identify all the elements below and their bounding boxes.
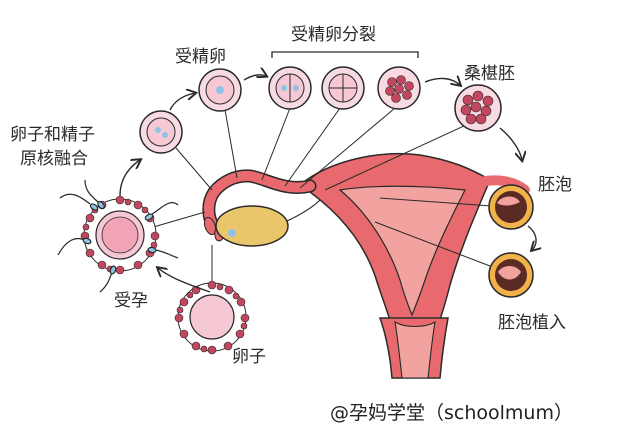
label-fusion-line1: 卵子和精子	[10, 125, 95, 145]
credit-watermark: @孕妈学堂（schoolmum）	[330, 402, 573, 424]
label-fertilization: 受孕	[114, 291, 148, 311]
morula-cell	[454, 84, 502, 132]
label-egg: 卵子	[232, 347, 266, 367]
egg-cell	[174, 280, 250, 355]
label-implantation: 胚泡植入	[498, 313, 566, 333]
label-fertilized-egg: 受精卵	[175, 47, 226, 67]
implanted-blastocyst-cell	[488, 252, 534, 298]
fertilized-egg-cell	[198, 68, 242, 112]
label-cleavage: 受精卵分裂	[291, 25, 376, 45]
multi-cell-stage	[377, 66, 421, 110]
four-cell-stage	[321, 66, 365, 110]
label-blastocyst: 胚泡	[538, 175, 572, 195]
leader-lines	[149, 103, 493, 282]
blastocyst-cell	[488, 184, 534, 230]
two-cell-stage	[268, 66, 312, 110]
fusion-cell	[139, 110, 183, 154]
ovary	[215, 205, 289, 247]
process-arrows	[119, 75, 536, 293]
label-morula: 桑椹胚	[464, 64, 515, 84]
sperm-cells	[57, 179, 179, 293]
cleavage-bracket	[271, 51, 419, 58]
uterus	[298, 153, 491, 379]
label-fusion-line2: 原核融合	[20, 149, 88, 169]
